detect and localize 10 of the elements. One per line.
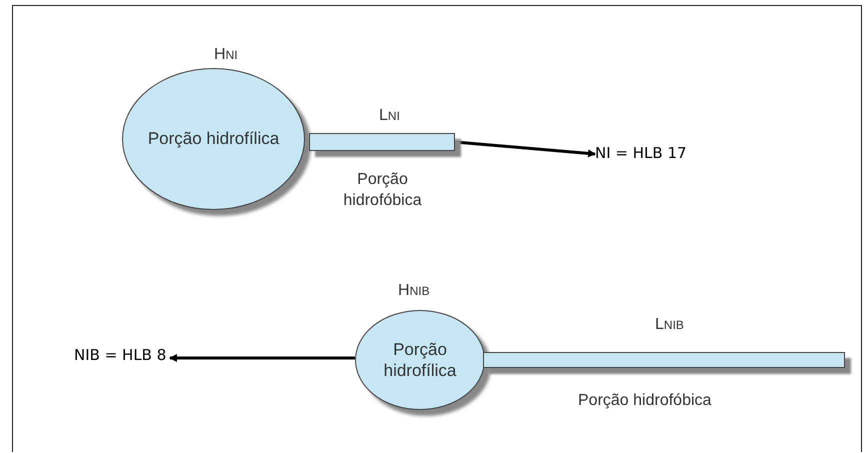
tail-bar (309, 133, 455, 151)
result-text: NI = HLB 17 (595, 144, 695, 164)
tail-bar (483, 352, 845, 368)
region-label: Porção hidrofílica (147, 128, 280, 150)
result-text: NIB = HLB 8 (74, 346, 170, 366)
arrow (454, 140, 596, 158)
arrow (169, 354, 355, 362)
region-label: Porção hidrofílica (382, 338, 458, 382)
region-label: Porção hidrofóbica (342, 170, 423, 211)
region-label: Porção hidrofóbica (578, 392, 712, 410)
